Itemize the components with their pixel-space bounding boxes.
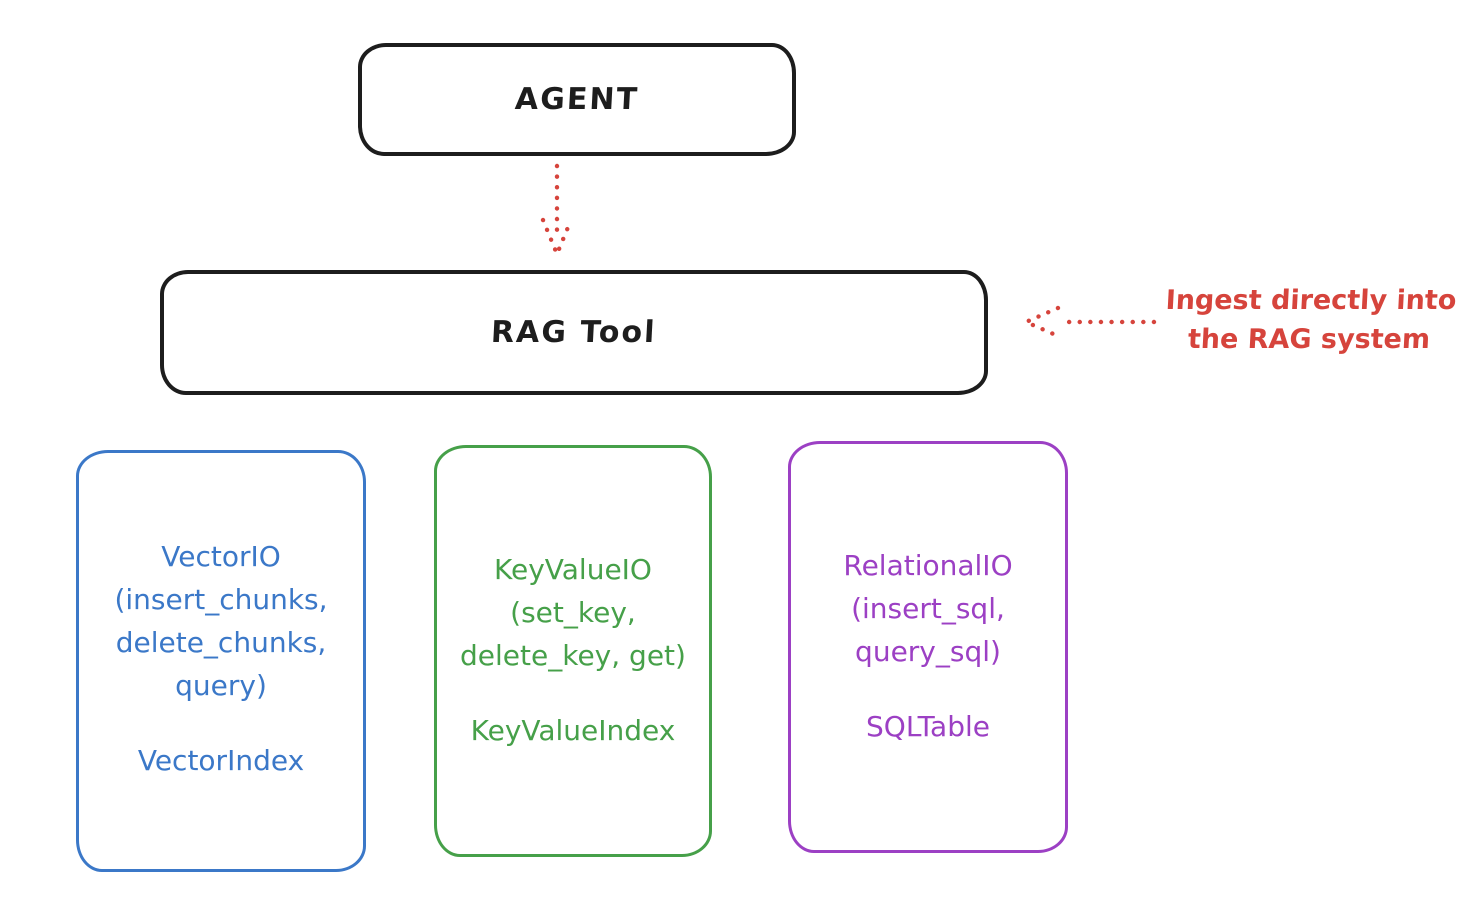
card-relational-io-index: SQLTable (866, 710, 990, 743)
card-vector-io: VectorIO(insert_chunks,delete_chunks,que… (76, 450, 366, 872)
rag-tool-label: RAG Tool (490, 315, 658, 350)
agent-node: AGENT (358, 43, 796, 156)
rag-tool-node: RAG Tool (160, 270, 988, 395)
card-relational-io-methods: RelationalIO(insert_sql,query_sql) (843, 549, 1013, 668)
agent-label: AGENT (514, 82, 640, 117)
card-vector-io-methods: VectorIO(insert_chunks,delete_chunks,que… (114, 540, 328, 702)
ingest-dotted-arrow (1020, 305, 1157, 339)
card-keyvalue-io-methods: KeyValueIO(set_key,delete_key, get) (460, 553, 686, 672)
card-keyvalue-io: KeyValueIO(set_key,delete_key, get) KeyV… (434, 445, 712, 857)
card-relational-io: RelationalIO(insert_sql,query_sql) SQLTa… (788, 441, 1068, 853)
card-vector-io-index: VectorIndex (137, 744, 305, 777)
card-keyvalue-io-index: KeyValueIndex (470, 714, 676, 747)
agent-to-rag-dotted-arrow (540, 163, 574, 260)
